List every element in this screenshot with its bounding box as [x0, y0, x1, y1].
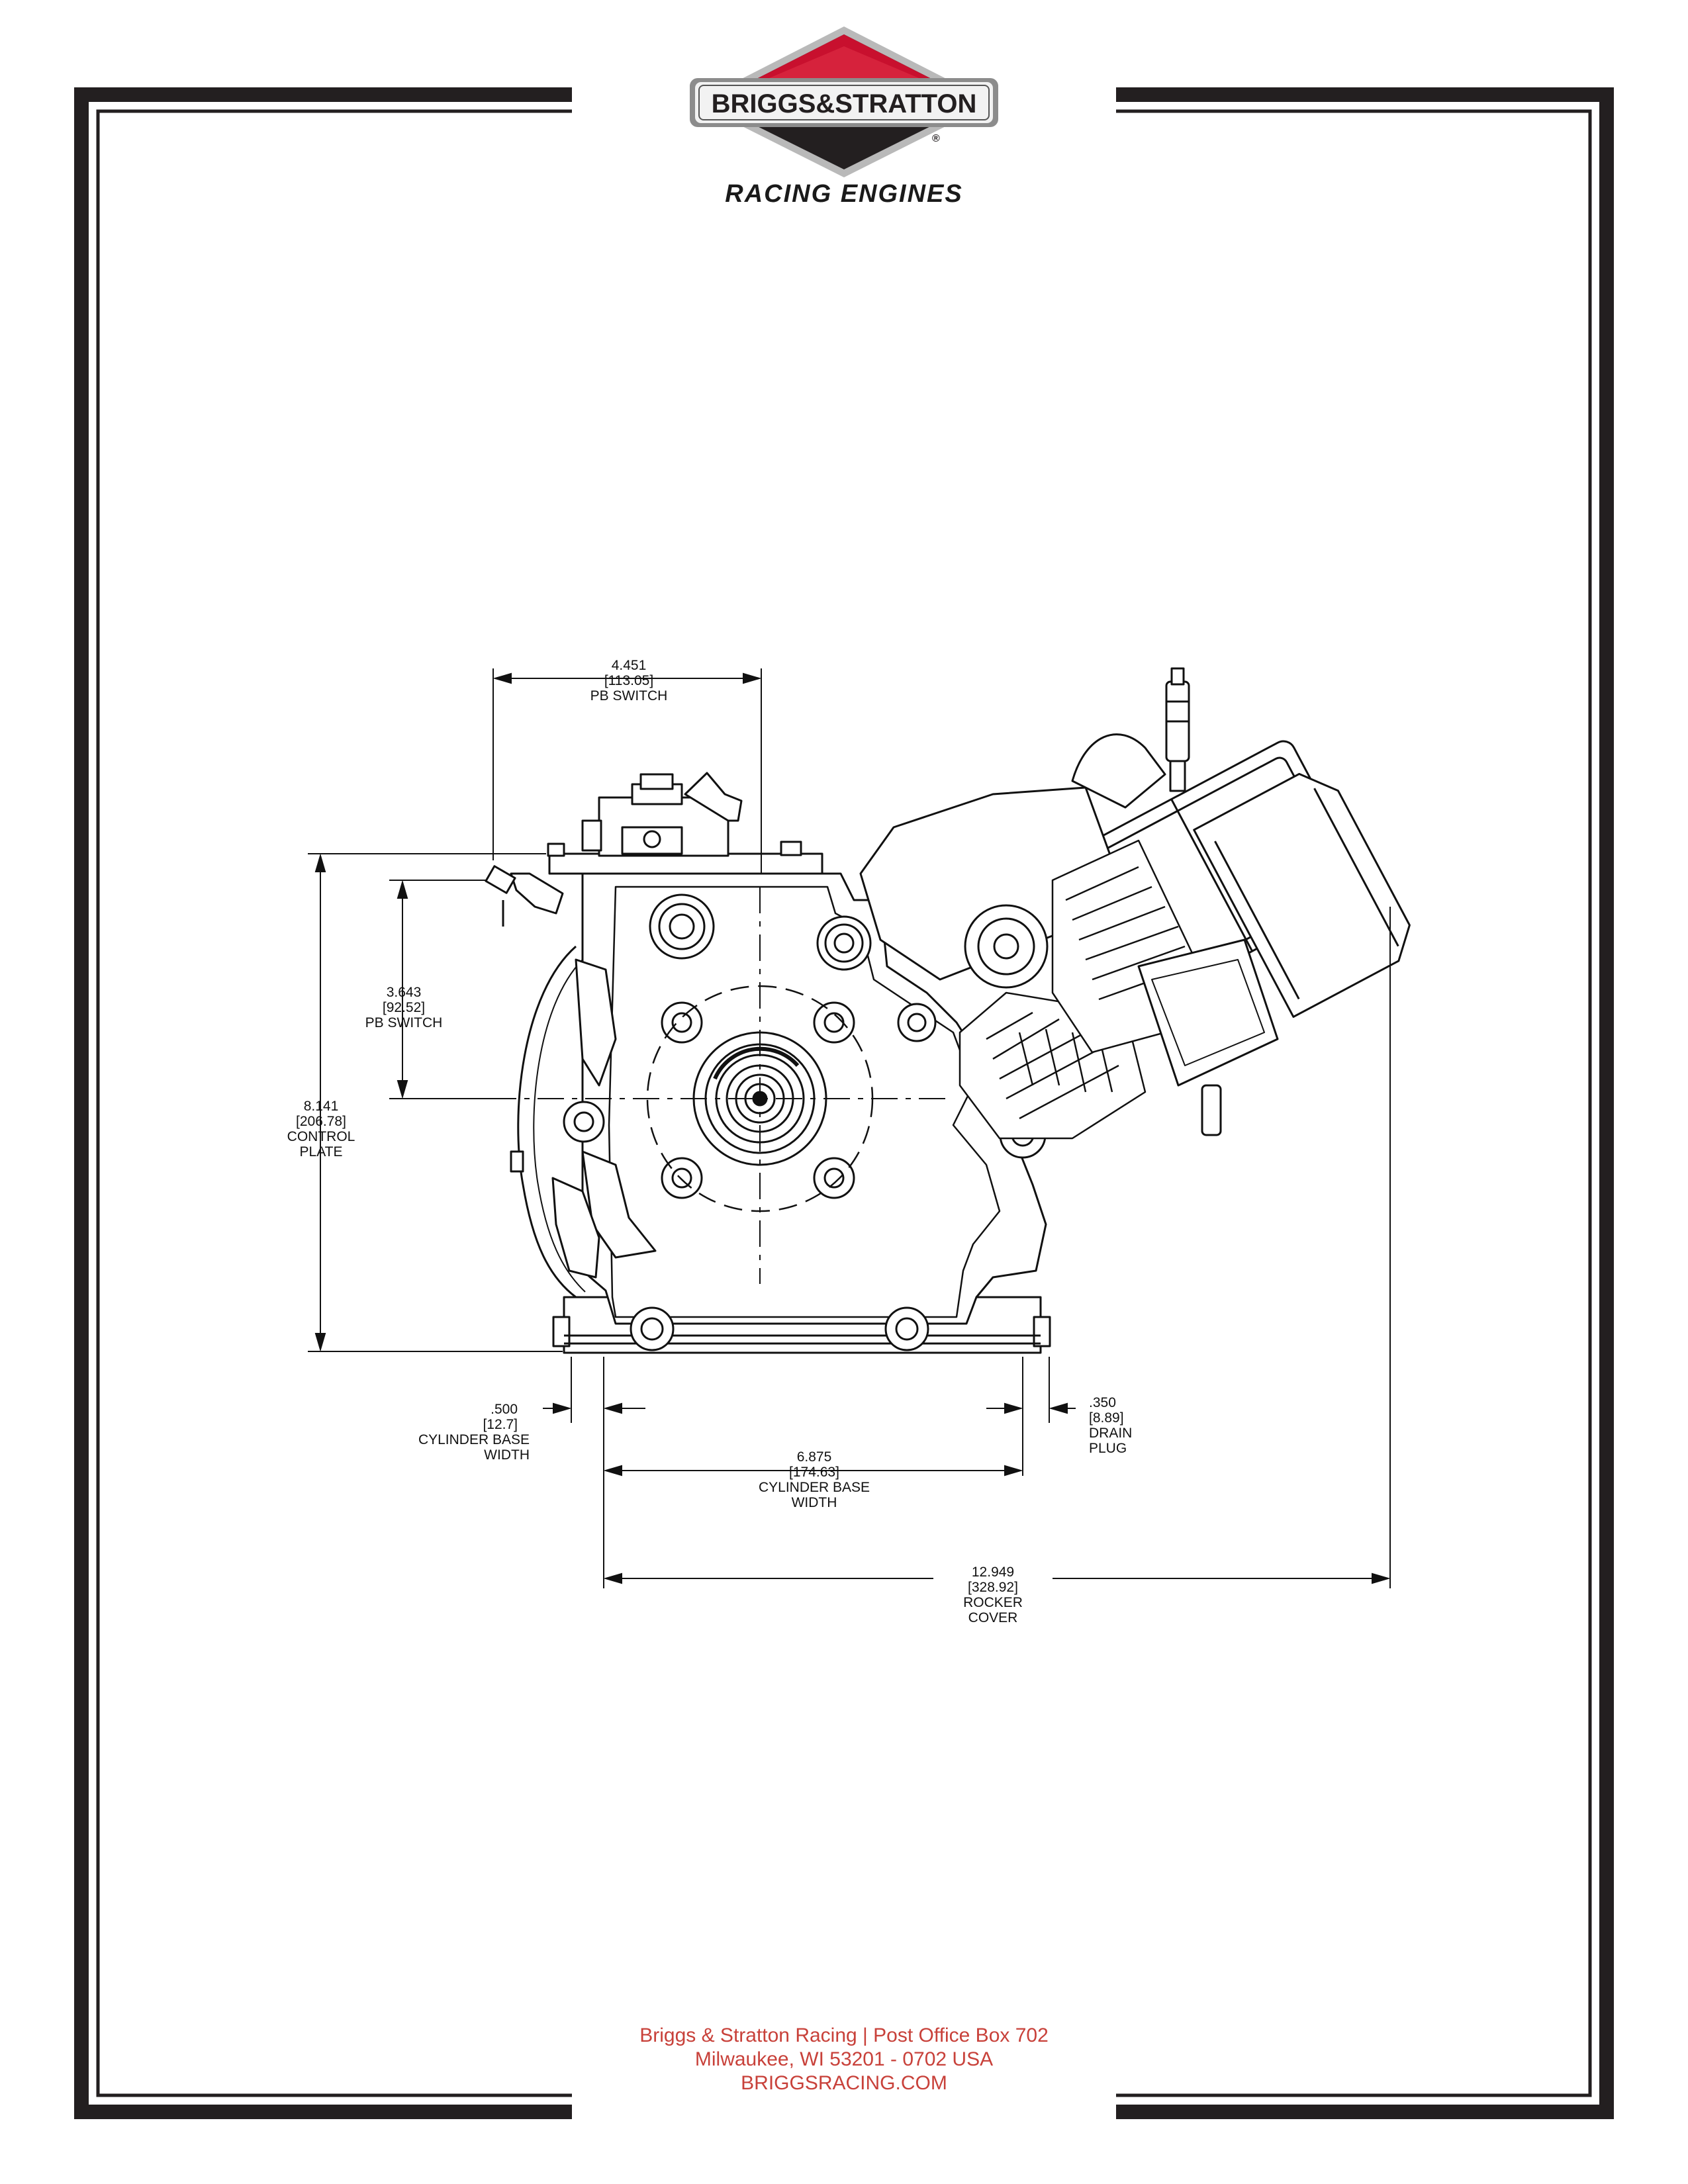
engine-drawing — [485, 667, 1411, 1354]
exhaust-tube — [1071, 733, 1166, 809]
dim-label: ROCKER — [963, 1595, 1023, 1610]
control-plate — [547, 838, 823, 875]
dim-drain-plug: .350 [8.89] DRAIN PLUG — [1089, 1395, 1168, 1456]
dim-rocker-cover: 12.949 [328.92] ROCKER COVER — [933, 1565, 1053, 1625]
rocker-cover-end — [1193, 772, 1411, 1018]
page-frame-inner — [96, 109, 1592, 2097]
dim-label: CYLINDER BASE — [418, 1432, 530, 1447]
dim-label: PB SWITCH — [365, 1015, 443, 1030]
dim-metric: [328.92] — [968, 1580, 1018, 1595]
pb-switch-box — [581, 772, 743, 857]
page-frame — [74, 87, 1614, 2119]
valve-bracket — [1137, 938, 1279, 1087]
dim-cylinder-base-width: 6.875 [174.63] CYLINDER BASE WIDTH — [741, 1449, 887, 1510]
breather-stub — [1201, 1084, 1222, 1136]
dim-metric: [113.05] — [604, 673, 654, 688]
dim-label: DRAIN — [1089, 1426, 1133, 1441]
dim-value: .350 — [1089, 1395, 1116, 1410]
dimension-lines — [308, 668, 1391, 1588]
dim-label: WIDTH — [484, 1447, 530, 1463]
dim-metric: [8.89] — [1089, 1410, 1124, 1426]
dim-pb-switch-vertical: 3.643 [92.52] PB SWITCH — [344, 985, 463, 1030]
dim-pb-switch-horizontal: 4.451 [113.05] PB SWITCH — [563, 658, 695, 704]
dim-label: COVER — [968, 1610, 1018, 1625]
dim-control-plate: 8.141 [206.78] CONTROL PLATE — [265, 1099, 377, 1160]
dim-value: 6.875 — [741, 1449, 887, 1465]
left-flange — [551, 1177, 600, 1279]
dim-label: PLUG — [1089, 1441, 1127, 1456]
footer-website-link[interactable]: BRIGGSRACING.COM — [741, 2072, 947, 2094]
footer-address: Briggs & Stratton Racing | Post Office B… — [0, 2024, 1688, 2095]
dim-metric: [206.78] — [296, 1114, 346, 1129]
spark-plug — [1165, 667, 1190, 792]
dim-label: PB SWITCH — [590, 688, 668, 704]
left-rib-upper — [575, 958, 617, 1087]
dim-metric: [174.63] — [789, 1465, 839, 1480]
dim-label: CYLINDER BASE — [758, 1480, 870, 1495]
dim-value: .500 — [491, 1402, 518, 1417]
center-lines — [490, 887, 953, 1284]
dim-value: 3.643 — [386, 985, 422, 1000]
footer-line-company: Briggs & Stratton Racing | Post Office B… — [639, 2025, 1049, 2046]
carburetor — [859, 786, 1113, 989]
registered-mark: ® — [932, 133, 940, 144]
dim-metric: [12.7] — [483, 1417, 518, 1432]
dim-value: 12.949 — [933, 1565, 1053, 1580]
dim-label: CONTROL — [287, 1129, 355, 1144]
dim-metric: [92.52] — [382, 1000, 426, 1015]
footer-line-city: Milwaukee, WI 53201 - 0702 USA — [694, 2048, 994, 2070]
brand-subtitle: RACING ENGINES — [725, 180, 963, 208]
dim-value: 4.451 — [611, 658, 647, 673]
dim-cylinder-base-small: .500 [12.7] CYLINDER BASE WIDTH — [377, 1402, 530, 1463]
top-bosses — [649, 893, 872, 971]
pb-switch — [485, 865, 564, 927]
brand-logo: BRIGGS&STRATTON ® — [690, 26, 998, 177]
dim-label: PLATE — [299, 1144, 343, 1160]
dim-label: WIDTH — [791, 1495, 837, 1510]
dim-value: 8.141 — [303, 1099, 339, 1114]
brand-logo-text: BRIGGS&STRATTON — [712, 89, 977, 118]
